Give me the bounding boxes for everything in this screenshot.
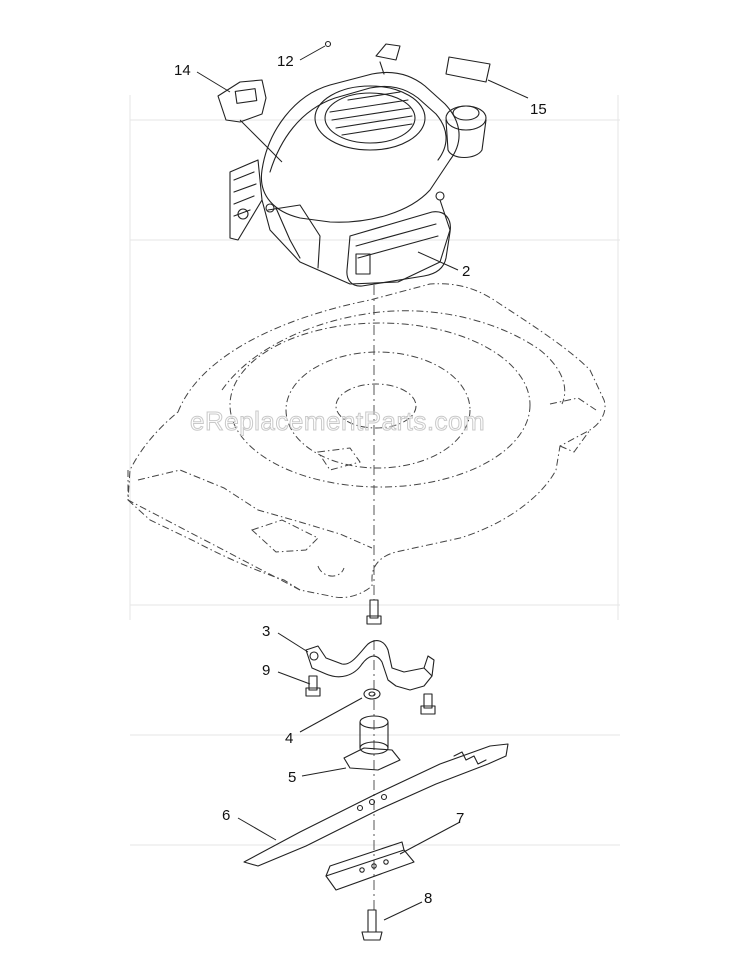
decal-shroud[interactable] bbox=[217, 79, 267, 123]
callout-9: 9 bbox=[262, 662, 270, 679]
callout-5: 5 bbox=[288, 769, 296, 786]
washer-4[interactable] bbox=[363, 688, 381, 700]
bracket-screw-9[interactable] bbox=[305, 675, 321, 697]
callout-15: 15 bbox=[530, 101, 547, 118]
callout-8: 8 bbox=[424, 890, 432, 907]
blade-6[interactable] bbox=[243, 743, 509, 867]
callout-7: 7 bbox=[456, 810, 464, 827]
blade-stiffener-7[interactable] bbox=[325, 841, 415, 891]
decal-label[interactable] bbox=[445, 56, 491, 83]
engine-assembly[interactable] bbox=[229, 43, 487, 287]
blade-adapter-5[interactable] bbox=[343, 715, 401, 771]
upper-bolt[interactable] bbox=[366, 599, 382, 625]
bracket-screw-right[interactable] bbox=[420, 693, 436, 715]
leader-lines bbox=[196, 45, 529, 921]
callout-6: 6 bbox=[222, 807, 230, 824]
callout-14: 14 bbox=[174, 62, 191, 79]
callout-3: 3 bbox=[262, 623, 270, 640]
callout-4: 4 bbox=[285, 730, 293, 747]
blade-adapter-bracket[interactable] bbox=[305, 640, 435, 691]
mower-deck bbox=[127, 283, 606, 599]
callout-12: 12 bbox=[277, 53, 294, 70]
scan-lines bbox=[129, 95, 620, 846]
callout-labels: 14 12 15 2 3 9 4 5 6 7 8 bbox=[174, 53, 547, 907]
screw-12[interactable] bbox=[324, 40, 332, 48]
blade-bolt-8[interactable] bbox=[361, 909, 383, 941]
watermark-text: eReplacementParts.com bbox=[190, 406, 485, 436]
callout-2: 2 bbox=[462, 263, 470, 280]
